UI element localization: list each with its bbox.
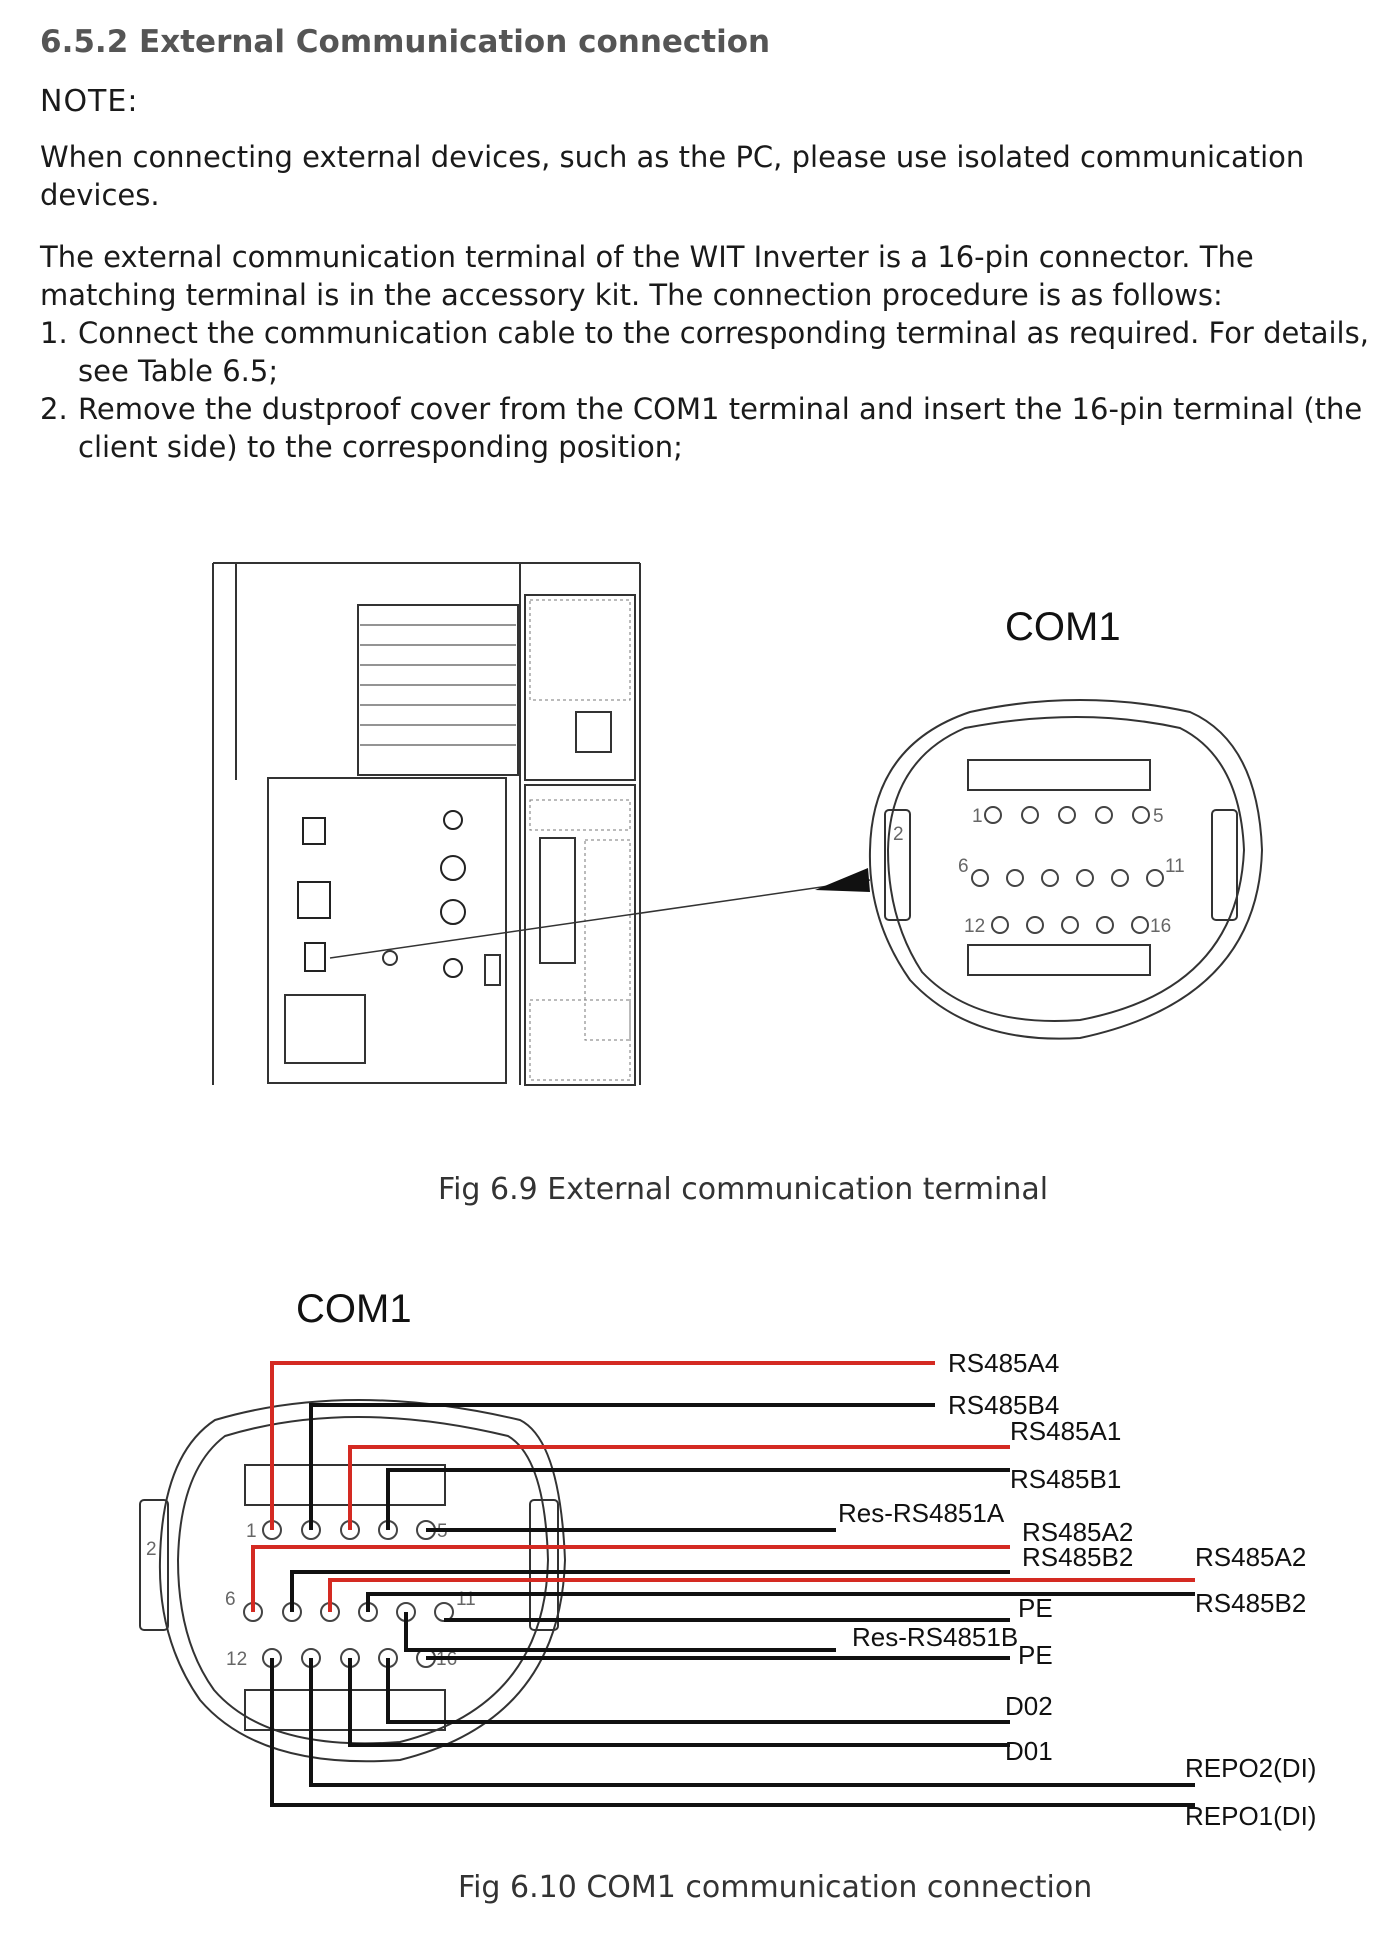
label-res-rs4851b: Res-RS4851B bbox=[852, 1622, 1018, 1652]
wire-repo1 bbox=[270, 1658, 1195, 1807]
wire-d01 bbox=[348, 1658, 1010, 1747]
label-d01: D01 bbox=[1005, 1736, 1053, 1766]
wire-rs485a4 bbox=[270, 1361, 935, 1530]
pin-label-16: 16 bbox=[1150, 916, 1171, 937]
com1-connector bbox=[868, 699, 1264, 1040]
step-1: 1. Connect the communication cable to th… bbox=[40, 314, 1370, 390]
wire-set bbox=[251, 1361, 1195, 1807]
label-rs485a2: RS485A2 bbox=[1022, 1517, 1133, 1547]
wire-rs485a1 bbox=[348, 1445, 1010, 1530]
side-label-2: 2 bbox=[146, 1539, 157, 1560]
step-2: 2. Remove the dustproof cover from the C… bbox=[40, 390, 1370, 466]
wire-labels: RS485A4 RS485B4 RS485A1 RS485B1 Res-RS48… bbox=[838, 1348, 1316, 1831]
callout-line bbox=[329, 879, 871, 959]
label-pe: PE bbox=[1018, 1593, 1053, 1623]
label-repo2: REPO2(DI) bbox=[1185, 1753, 1316, 1783]
com1-title-2: COM1 bbox=[296, 1287, 412, 1331]
panel-connectors bbox=[297, 810, 466, 978]
step-text: Connect the communication cable to the c… bbox=[78, 316, 1369, 388]
figure-caption-1: Fig 6.9 External communication terminal bbox=[438, 1172, 1049, 1207]
pin-label-1: 1 bbox=[972, 806, 983, 827]
procedure-steps: 1. Connect the communication cable to th… bbox=[40, 314, 1370, 466]
wire-rs485b4 bbox=[309, 1403, 935, 1530]
section-heading: 6.5.2 External Communication connection bbox=[40, 24, 771, 60]
wire-rs485b2 bbox=[290, 1570, 1010, 1612]
side-label: 2 bbox=[893, 824, 904, 845]
pin-label-12b: 12 bbox=[226, 1649, 247, 1670]
wire-repo2 bbox=[309, 1658, 1195, 1787]
step-text: Remove the dustproof cover from the COM1… bbox=[78, 392, 1363, 464]
figure-caption-2: Fig 6.10 COM1 communication connection bbox=[458, 1870, 1093, 1905]
label-pe-2: PE bbox=[1018, 1640, 1053, 1670]
pin-label-11: 11 bbox=[1165, 856, 1185, 877]
wire-d02 bbox=[386, 1658, 1010, 1724]
pin-label-6b: 6 bbox=[225, 1589, 236, 1610]
pin-holes bbox=[971, 806, 1164, 934]
step-number: 1. bbox=[40, 316, 68, 350]
intro-text: The external communication terminal of t… bbox=[40, 240, 1254, 312]
com1-connector-2 bbox=[139, 1399, 567, 1763]
pin-label-1b: 1 bbox=[246, 1521, 257, 1542]
wire-rs485b1 bbox=[386, 1468, 1010, 1530]
label-repo1: REPO1(DI) bbox=[1185, 1801, 1316, 1831]
label-rs485a1: RS485A1 bbox=[1010, 1416, 1121, 1446]
inverter-drawing bbox=[212, 562, 641, 1086]
note-text: When connecting external devices, such a… bbox=[40, 140, 1305, 212]
wire-res-b bbox=[404, 1612, 836, 1652]
label-rs485a4: RS485A4 bbox=[948, 1348, 1059, 1378]
label-res-rs4851a: Res-RS4851A bbox=[838, 1498, 1005, 1528]
wire-rs485a2 bbox=[251, 1545, 1010, 1612]
label-rs485b1: RS485B1 bbox=[1010, 1464, 1121, 1494]
wire-rs485a2-ext bbox=[328, 1578, 1195, 1612]
label-rs485b2-ext: RS485B2 bbox=[1195, 1588, 1306, 1618]
step-number: 2. bbox=[40, 392, 68, 426]
note-label: NOTE: bbox=[40, 84, 139, 119]
label-d02: D02 bbox=[1005, 1691, 1053, 1721]
com1-title: COM1 bbox=[1005, 605, 1121, 649]
label-rs485b4: RS485B4 bbox=[948, 1390, 1059, 1420]
fin-lines bbox=[360, 624, 516, 746]
pin-label-5: 5 bbox=[1153, 806, 1164, 827]
pin-label-12: 12 bbox=[964, 916, 985, 937]
pin-label-6: 6 bbox=[958, 856, 969, 877]
label-rs485a2-ext: RS485A2 bbox=[1195, 1542, 1306, 1572]
wire-rs485b2-ext bbox=[366, 1592, 1195, 1612]
callout-arrow-icon bbox=[815, 868, 870, 892]
label-rs485b2: RS485B2 bbox=[1022, 1542, 1133, 1572]
vent-grid bbox=[529, 599, 631, 1081]
